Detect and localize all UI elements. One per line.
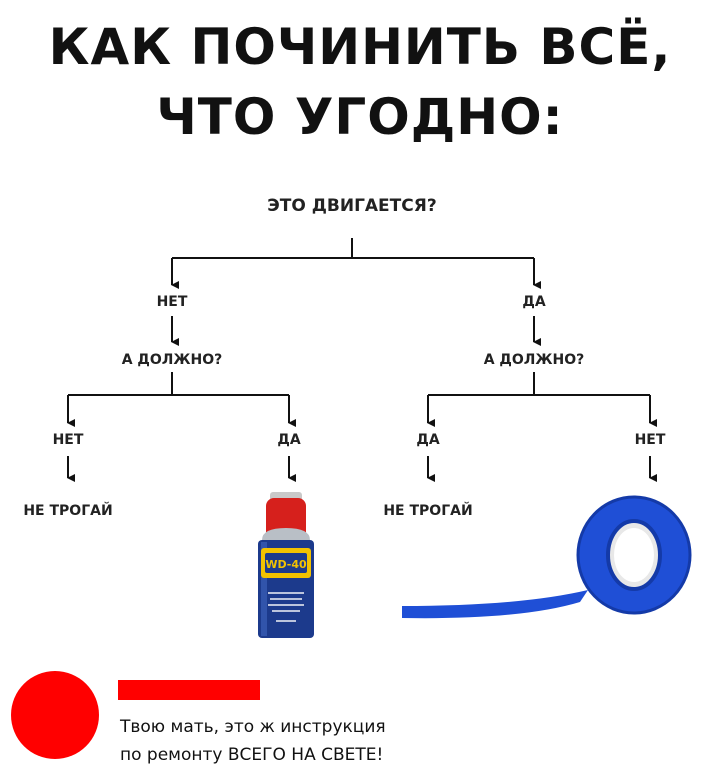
root-question: ЭТО ДВИГАЕТСЯ?	[267, 196, 437, 216]
red-circle	[11, 671, 99, 759]
title-line-2: ЧТО УГОДНО:	[156, 88, 564, 146]
right-result: НЕ ТРОГАЙ	[383, 503, 473, 519]
left-yes-answer: ДА	[277, 432, 301, 448]
title-line-1: КАК ПОЧИНИТЬ ВСЁ,	[48, 18, 672, 76]
right-answer: ДА	[522, 294, 546, 310]
left-answer: НЕТ	[156, 294, 188, 310]
red-bar	[118, 680, 260, 700]
left-no-answer: НЕТ	[52, 432, 84, 448]
right-question: А ДОЛЖНО?	[483, 352, 585, 368]
wd40-can-label: WD-40	[265, 558, 307, 571]
left-question: А ДОЛЖНО?	[121, 352, 223, 368]
left-result: НЕ ТРОГАЙ	[23, 503, 113, 519]
footer-line-1: Твою мать, это ж инструкция	[120, 717, 386, 737]
wd40-can-image: WD-40	[258, 492, 314, 638]
right-yes-answer: ДА	[416, 432, 440, 448]
footer-line-2: по ремонту ВСЕГО НА СВЕТЕ!	[120, 745, 384, 765]
right-no-answer: НЕТ	[634, 432, 666, 448]
